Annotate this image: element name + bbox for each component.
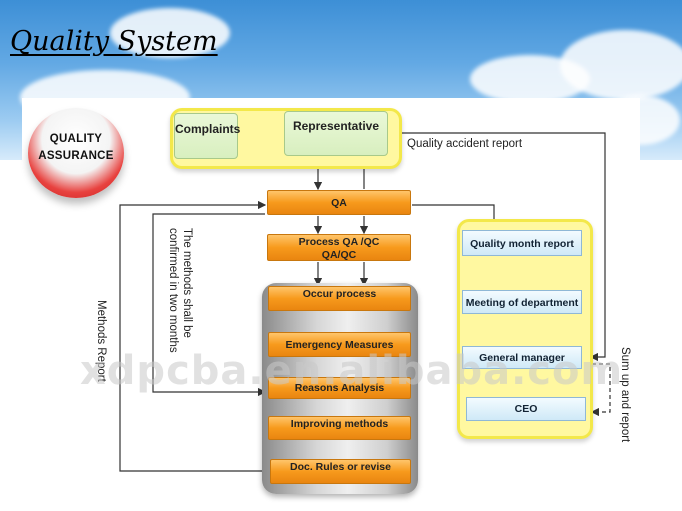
ceo-box: CEO — [466, 397, 586, 421]
general-manager-box: General manager — [462, 346, 582, 369]
general-manager-label: General manager — [479, 352, 565, 364]
process-label-line1: Process QA /QC — [298, 236, 380, 248]
reasons-analysis-box: Reasons Analysis — [268, 377, 411, 399]
page-title: Quality System — [10, 26, 218, 57]
occur-process-box: Occur process — [268, 286, 411, 311]
quality-month-report-label: Quality month report — [470, 238, 574, 250]
complaints-box: Complaints — [174, 113, 241, 159]
cloud — [110, 8, 230, 58]
reasons-label: Reasons Analysis — [294, 382, 385, 394]
watermark: xdpcba.en.alibaba.com — [80, 348, 624, 394]
quality-assurance-badge: QUALITY ASSURANCE — [28, 108, 124, 198]
emergency-label: Emergency Measures — [285, 339, 394, 351]
representative-box: Representative — [284, 111, 388, 156]
confirmed-label-line2: confirmed in two months — [167, 228, 179, 353]
meeting-of-department-box: Meeting of department — [462, 290, 582, 314]
doc-rules-box: Doc. Rules or revise — [270, 459, 411, 484]
qa-label: QA — [331, 197, 347, 209]
process-qa-qc-box: Process QA /QC QA/QC — [267, 234, 411, 261]
emergency-measures-box: Emergency Measures — [268, 332, 411, 357]
confirmed-label-line1: The methods shall be — [181, 228, 193, 338]
badge-line2: ASSURANCE — [38, 150, 114, 162]
meeting-label: Meeting of department — [465, 297, 579, 309]
improving-methods-box: Improving methods — [268, 416, 411, 440]
quality-month-report-box: Quality month report — [462, 230, 582, 256]
cloud — [560, 30, 682, 100]
ceo-label: CEO — [514, 403, 538, 415]
quality-accident-report-label: Quality accident report — [407, 138, 523, 150]
improving-label: Improving methods — [290, 418, 389, 430]
representative-label: Representative — [292, 119, 380, 133]
doc-label: Doc. Rules or revise — [290, 461, 391, 473]
qa-box: QA — [267, 190, 411, 215]
process-label-line2: QA/QC — [321, 249, 357, 261]
badge-line1: QUALITY — [49, 133, 103, 145]
complaints-label: Complaints — [175, 122, 241, 136]
occur-label: Occur process — [302, 288, 377, 300]
